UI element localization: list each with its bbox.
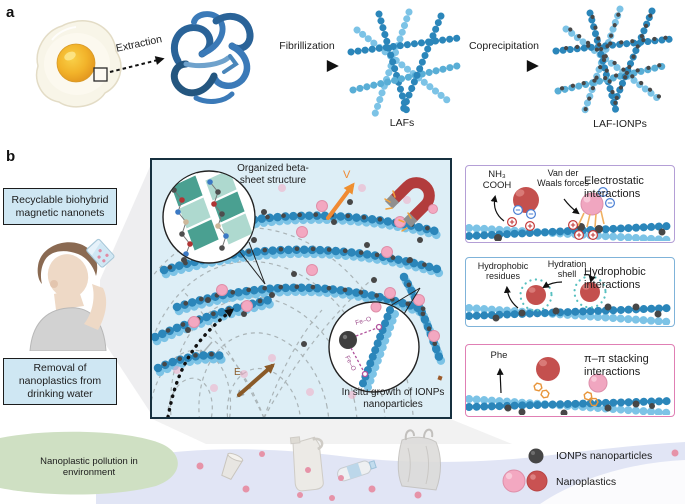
- nanoplastic-faded-spheres: [173, 184, 411, 399]
- floating-nanoplastic-dots: [196, 449, 679, 501]
- laf-ionps-network-illustration: [552, 5, 676, 117]
- electrostatic-panel: NH₃ COOH Van der Waals forces Electrosta…: [465, 165, 675, 243]
- hydrophobic-sphere-1: [526, 285, 546, 305]
- shirt: [29, 307, 107, 351]
- electrostatic-title: Electrostatic interactions: [584, 175, 644, 200]
- lafs-label: LAFs: [389, 117, 415, 129]
- peptide-chain-atoms: [171, 179, 229, 257]
- environment-scene: [0, 418, 685, 504]
- panel-b-label: b: [6, 148, 16, 165]
- ionp-dots-on-fibrils: [554, 5, 676, 114]
- removal-label: Removal of nanoplastics from drinking wa…: [18, 362, 102, 400]
- fibrillization-label: Fibrillization: [279, 40, 335, 52]
- coprecipitation-label: Coprecipitation: [468, 40, 540, 52]
- legend-ionp-label: IONPs nanoparticles: [556, 450, 653, 462]
- hydrophobic-title: Hydrophobic interactions: [584, 266, 646, 291]
- sample-square: [93, 67, 108, 82]
- pipi-graphic: [466, 357, 673, 415]
- extraction-arrow: [109, 56, 165, 73]
- pipi-red-sphere: [536, 357, 560, 381]
- egg-yolk: [56, 43, 96, 83]
- shore-green: [0, 431, 178, 495]
- plastic-cup-icon: [221, 452, 244, 481]
- laf-ionps-label: LAF-IONPs: [593, 118, 647, 130]
- egg-white-illustration: [36, 20, 122, 108]
- fibrillization-arrow: [265, 60, 339, 72]
- electrostatic-graphic: [466, 187, 673, 241]
- hydration-arrow-1: [542, 281, 563, 289]
- plastic-bottle-icon: [337, 460, 377, 482]
- drinking-glass: [86, 238, 115, 268]
- vdw-label: Van der Waals forces: [537, 168, 589, 189]
- hydration-arrow-2: [583, 274, 596, 284]
- ionp-dots: [504, 400, 655, 415]
- velocity-arrow: [326, 182, 355, 220]
- legend-nanoplastic-icon: [502, 469, 548, 493]
- zoom-cone: [100, 162, 152, 415]
- ionp-sphere-inset: [339, 331, 357, 349]
- arm: [84, 284, 107, 330]
- in-situ-label: In situ growth of IONPs nanoparticles: [341, 387, 445, 410]
- panel-shadow: [150, 418, 512, 444]
- phenyl-rings: [533, 382, 599, 407]
- ionp-dots-on-net: [152, 212, 442, 370]
- ionp-scatter-dots: [181, 199, 423, 349]
- efield-label: E: [234, 367, 241, 378]
- hydration-label: Hydration shell: [547, 259, 587, 280]
- fe-o-bond-label-1: Fe–O: [355, 316, 373, 327]
- legend-nanoplastic-label: Nanoplastics: [556, 476, 617, 488]
- hydrophobic-graphic: [466, 274, 673, 325]
- panel-a-label: a: [6, 4, 15, 21]
- hair: [37, 242, 98, 284]
- nh3-label: NH₃ COOH: [482, 169, 512, 191]
- magnet-sparks: [384, 190, 412, 232]
- velocity-label: V: [343, 169, 351, 181]
- nanoplastic-spheres: [188, 200, 440, 342]
- pollution-label: Nanoplastic pollution in environment: [40, 456, 138, 479]
- plastic-bag-icon: [397, 428, 441, 491]
- vdw-arrow: [563, 198, 580, 215]
- legend-ionp-icon: [528, 448, 544, 464]
- nh3-cooh-arrow: [490, 194, 505, 222]
- magnet-icon: [384, 177, 435, 228]
- recyclable-nanonets-label: Recyclable biohybrid magnetic nanonets: [11, 193, 109, 219]
- nanonet-panel: V E: [150, 158, 452, 419]
- pipi-panel: Phe π–π stacking interactions: [465, 344, 675, 417]
- phe-arrow: [496, 367, 504, 394]
- recyclable-nanonets-box: Recyclable biohybrid magnetic nanonets: [3, 188, 117, 225]
- person-drinking-illustration: [29, 238, 115, 351]
- lysozyme-ribbon-illustration: [170, 11, 254, 104]
- removal-box: Removal of nanoplastics from drinking wa…: [3, 358, 117, 405]
- beta-sheet-pleats: [168, 171, 255, 254]
- in-situ-inset: Fe–O Fe–O: [328, 287, 421, 393]
- residues-label: Hydrophobic residues: [477, 261, 529, 282]
- nanonet-scene: V E: [152, 169, 446, 417]
- wave-foam: [540, 460, 685, 504]
- plastic-jug-icon: [289, 436, 324, 492]
- hydrophobic-panel: Hydrophobic residues Hydration shell Hyd…: [465, 257, 675, 327]
- efield-arrow: [237, 363, 276, 397]
- lafs-network-illustration: [347, 8, 463, 118]
- pipi-title: π–π stacking interactions: [584, 353, 649, 378]
- trajectory-arrow: [166, 308, 235, 417]
- beta-sheet-inset: [162, 170, 266, 285]
- ionp-dots: [492, 303, 662, 322]
- coprecipitation-arrow: [463, 60, 539, 72]
- residues-arrow: [503, 285, 519, 309]
- head: [47, 254, 89, 298]
- beta-sheet-label: Organized beta-sheet structure: [237, 163, 309, 186]
- fe-o-bonds: [350, 323, 383, 378]
- van-der-waals-contact: [577, 210, 605, 228]
- phe-label: Phe: [490, 350, 508, 361]
